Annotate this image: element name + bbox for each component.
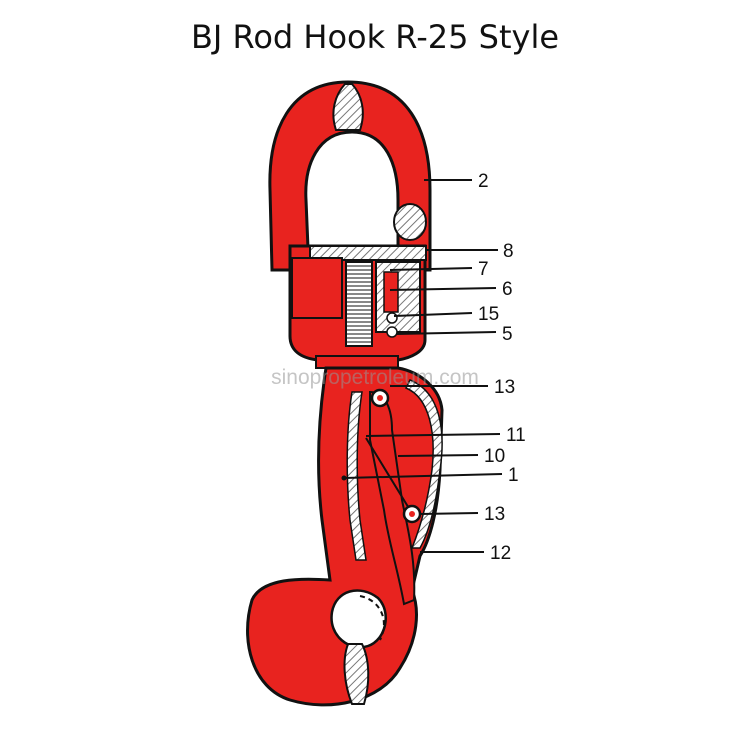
leader-11 <box>365 433 501 437</box>
callout-label: 8 <box>503 241 514 262</box>
swivel-bail <box>268 80 432 272</box>
callout-label: 15 <box>478 304 499 325</box>
callout-leaders <box>343 179 503 553</box>
callout-label: 10 <box>484 446 505 467</box>
leader-6 <box>389 287 497 291</box>
callout-label: 2 <box>478 171 489 192</box>
callout-label: 12 <box>490 543 511 564</box>
leader-7 <box>389 267 473 271</box>
callout-label: 1 <box>508 465 519 486</box>
callout-label: 13 <box>484 504 505 525</box>
swivel-housing <box>288 244 427 369</box>
callout-label: 11 <box>506 425 526 446</box>
leader-5 <box>395 331 497 335</box>
leader-10 <box>397 454 479 457</box>
leader-15 <box>393 312 473 317</box>
callout-labels: 2 8 7 6 15 5 13 11 10 1 13 12 <box>478 171 526 564</box>
callout-label: 5 <box>502 324 513 345</box>
callout-label: 7 <box>478 259 489 280</box>
watermark-text: sinopropetroleum.com <box>271 366 479 389</box>
hook-body <box>246 366 444 707</box>
leader-1 <box>343 473 503 479</box>
leader-13b <box>419 512 479 515</box>
diagram-title: BJ Rod Hook R-25 Style <box>190 18 560 56</box>
callout-label: 6 <box>502 279 513 300</box>
callout-label: 13 <box>494 377 515 398</box>
